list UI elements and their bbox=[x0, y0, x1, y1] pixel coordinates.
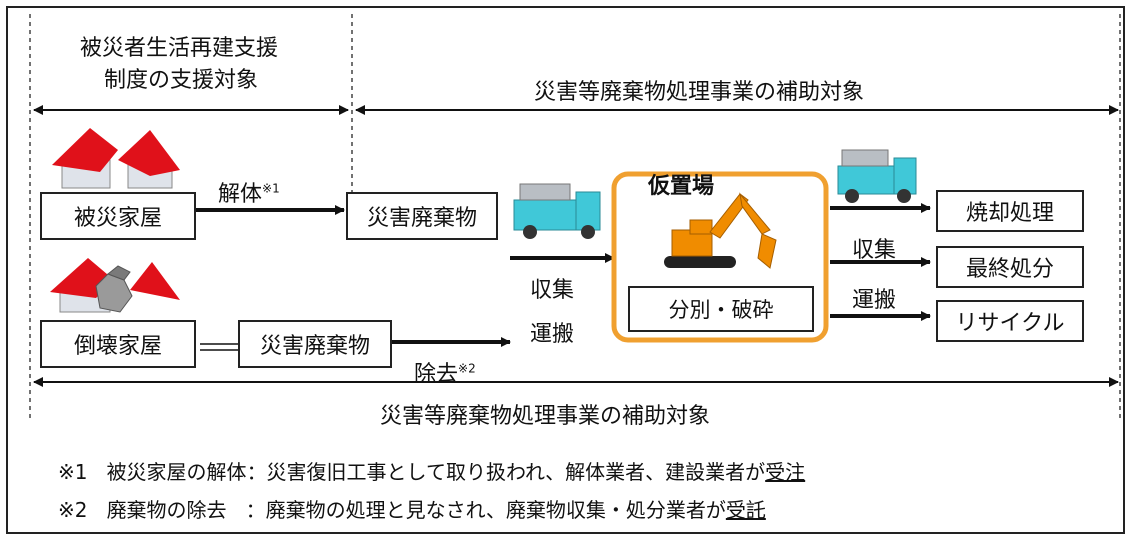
excavator-icon bbox=[664, 192, 777, 269]
damaged-house-box: 被災家屋 bbox=[40, 192, 196, 240]
top-left-label-line1: 被災者生活再建支援 bbox=[80, 36, 279, 61]
sorting-crushing-box: 分別・破砕 bbox=[628, 286, 814, 332]
transport-label-right: 運搬 bbox=[852, 288, 897, 313]
footnote-1: ※1 被災家屋の解体：災害復旧工事として取り扱われ、解体業者、建設業者が受注 bbox=[58, 460, 806, 484]
collect-label-left: 収集 bbox=[530, 278, 575, 303]
footnote-2: ※2 廃棄物の除去 ：廃棄物の処理と見なされ、廃棄物収集・処分業者が受託 bbox=[58, 498, 766, 522]
demolition-label: 解体※1 bbox=[218, 181, 280, 207]
top-right-label: 災害等廃棄物処理事業の補助対象 bbox=[534, 80, 865, 105]
removal-label: 除去※2 bbox=[414, 361, 476, 387]
output-final-disposal: 最終処分 bbox=[936, 246, 1084, 288]
truck-left-icon bbox=[513, 183, 601, 239]
damaged-house-icon bbox=[52, 128, 180, 189]
transport-label-left: 運搬 bbox=[530, 322, 575, 347]
output-recycle: リサイクル bbox=[936, 300, 1084, 342]
output-incineration: 焼却処理 bbox=[936, 190, 1084, 232]
disaster-waste-box-2: 災害廃棄物 bbox=[238, 320, 392, 368]
collect-label-right: 収集 bbox=[852, 238, 897, 263]
top-left-label-line2: 制度の支援対象 bbox=[104, 68, 259, 93]
disaster-waste-box-1: 災害廃棄物 bbox=[346, 192, 498, 240]
collapsed-house-icon bbox=[50, 258, 180, 313]
truck-right-icon bbox=[837, 149, 917, 203]
temp-site-title: 仮置場 bbox=[648, 174, 715, 199]
bottom-label: 災害等廃棄物処理事業の補助対象 bbox=[380, 404, 711, 429]
collapsed-house-box: 倒壊家屋 bbox=[40, 320, 196, 368]
diagram-frame bbox=[6, 6, 1125, 534]
